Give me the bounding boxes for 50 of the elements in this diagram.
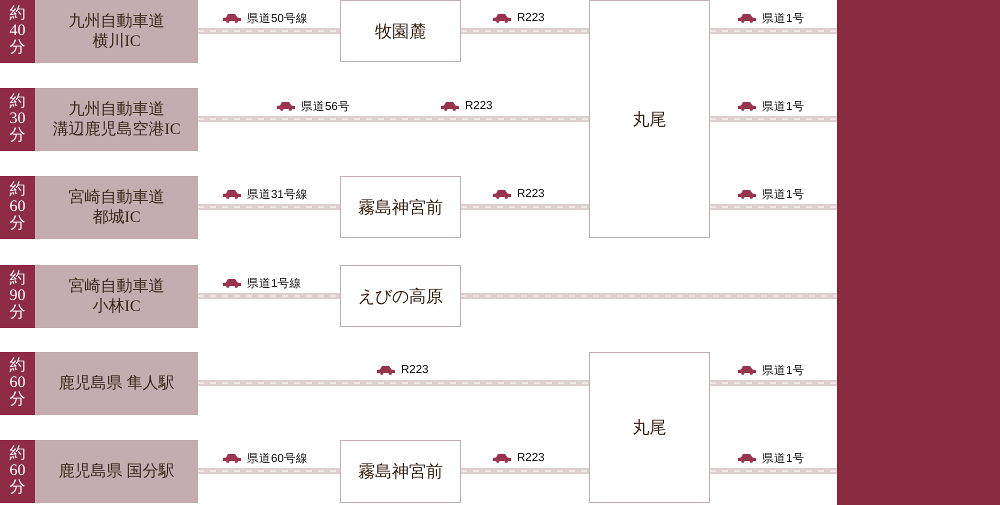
origin-name: 都城IC xyxy=(92,208,140,227)
stop-box xyxy=(340,265,461,327)
stop-box xyxy=(340,440,461,503)
edge-label: 県道1号 xyxy=(762,452,804,466)
origin-name: 九州自動車道 xyxy=(68,100,164,120)
edge-label: 県道31号線 xyxy=(247,188,308,202)
origin-card xyxy=(0,352,198,415)
travel-time: 約60分 xyxy=(9,182,26,233)
origin-name: 小林IC xyxy=(92,296,140,316)
origin-name: 溝辺鹿児島空港IC xyxy=(52,120,180,139)
edge-label: 県道56号 xyxy=(301,100,350,114)
edge-label: 県道1号 xyxy=(762,188,804,202)
origin-name: 九州自動車道 xyxy=(68,12,164,32)
edge-label: 県道50号線 xyxy=(247,12,308,26)
stop-name: 霧島神宮前 xyxy=(358,196,443,218)
stop-box xyxy=(589,352,710,503)
edge-label: 県道1号 xyxy=(762,12,804,26)
edge-label: R223 xyxy=(517,452,544,464)
stop-box xyxy=(340,0,461,62)
stop-name: 丸尾 xyxy=(632,417,666,439)
edge-label: 県道1号線 xyxy=(247,276,302,290)
stop-name: 霧島神宮前 xyxy=(358,461,443,483)
edge-label: R223 xyxy=(517,188,544,200)
edge-label: R223 xyxy=(401,364,428,376)
origin-name: 鹿児島県 国分駅 xyxy=(58,462,174,482)
road-label: R223 xyxy=(465,100,492,112)
origin-name: 鹿児島県 隼人駅 xyxy=(58,374,174,394)
destination-panel xyxy=(837,0,1000,505)
stop-box xyxy=(340,176,461,238)
origin-card xyxy=(0,265,198,328)
travel-time: 約90分 xyxy=(9,271,26,322)
travel-time: 約30分 xyxy=(9,94,26,145)
edge-label: R223 xyxy=(517,12,544,24)
origin-card xyxy=(0,440,198,503)
origin-card xyxy=(0,0,198,63)
stop-name: 丸尾 xyxy=(632,108,666,130)
stop-name: 牧園麓 xyxy=(375,20,426,42)
origin-name: 横川IC xyxy=(92,32,140,51)
origin-card xyxy=(0,176,198,239)
origin-name: 宮崎自動車道 xyxy=(68,277,164,296)
travel-time: 約40分 xyxy=(9,6,26,57)
stop-name: えびの高原 xyxy=(358,286,443,308)
edge-label: 県道1号 xyxy=(762,100,804,114)
stop-box xyxy=(589,0,710,238)
edge-label: 県道1号 xyxy=(762,364,804,378)
origin-name: 宮崎自動車道 xyxy=(68,188,164,208)
edge-label: 県道60号線 xyxy=(247,452,308,466)
travel-time: 約60分 xyxy=(9,358,26,409)
travel-time: 約60分 xyxy=(9,446,26,497)
origin-card xyxy=(0,88,198,151)
